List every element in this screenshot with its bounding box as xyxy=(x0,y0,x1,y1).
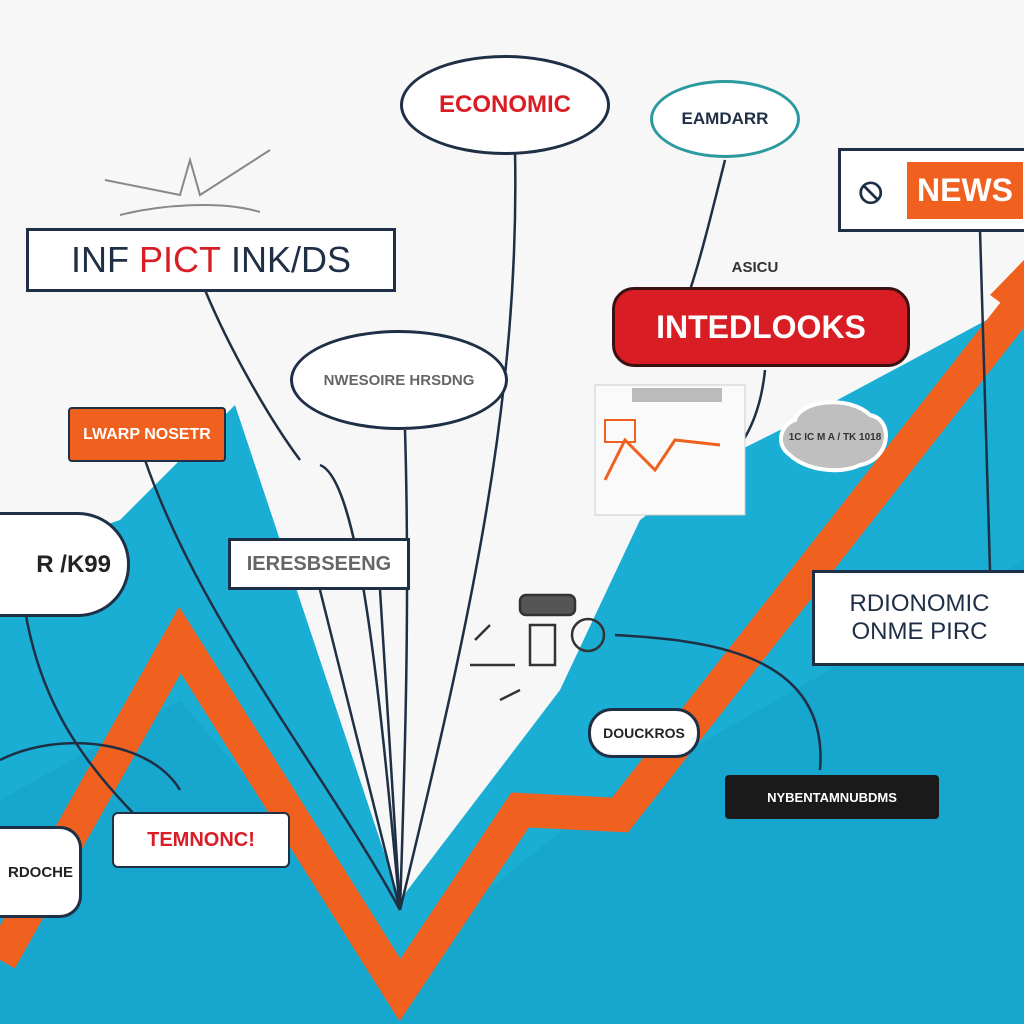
gear-device-icon xyxy=(470,593,606,702)
news-banner: ⦸ NEWS xyxy=(838,148,1024,232)
rk99-bubble: R /K99 xyxy=(0,512,130,617)
mini-chart-sketch xyxy=(594,384,746,516)
temnonc-label: TEMNONC! xyxy=(112,812,290,868)
nwesoire-bubble: NWESOIRE HRSDNG xyxy=(290,330,508,430)
connector-lines xyxy=(0,149,992,911)
title-part-2: PICT xyxy=(138,239,221,280)
rdinomic-box: RDIONOMIC ONME PIRC xyxy=(812,570,1024,666)
cloud-text: 1C IC M A / TK 1018 xyxy=(788,431,882,443)
sketch-icon-arrows xyxy=(104,149,271,216)
rdinomic-line-2: ONME PIRC xyxy=(851,618,988,645)
title-part-1: INF xyxy=(70,239,139,280)
intedlooks-banner: INTEDLOOKS xyxy=(612,287,910,367)
nybentam-label: NYBENTAMNUBDMS xyxy=(725,775,939,819)
no-icon: ⦸ xyxy=(859,168,883,210)
blue-area-light xyxy=(0,560,1024,1024)
title-part-3: INK/DS xyxy=(220,239,352,280)
douckros-bubble: DOUCKROS xyxy=(588,708,700,758)
economic-bubble: ECONOMIC xyxy=(400,55,610,155)
title-box: INF PICT INK/DS xyxy=(26,228,396,292)
lwarp-label: LWARP NOSETR xyxy=(68,407,226,462)
asicu-label: ASICU xyxy=(731,258,779,276)
news-label: NEWS xyxy=(907,161,1023,219)
rdoche-bubble: RDOCHE xyxy=(0,826,82,918)
lerebseen-box: IERESBSEENG xyxy=(228,538,410,590)
cloud-shape xyxy=(779,400,888,473)
arrow-head xyxy=(990,260,1024,320)
rdinomic-line-1: RDIONOMIC xyxy=(849,590,990,617)
eamdarr-bubble: EAMDARR xyxy=(650,80,800,158)
